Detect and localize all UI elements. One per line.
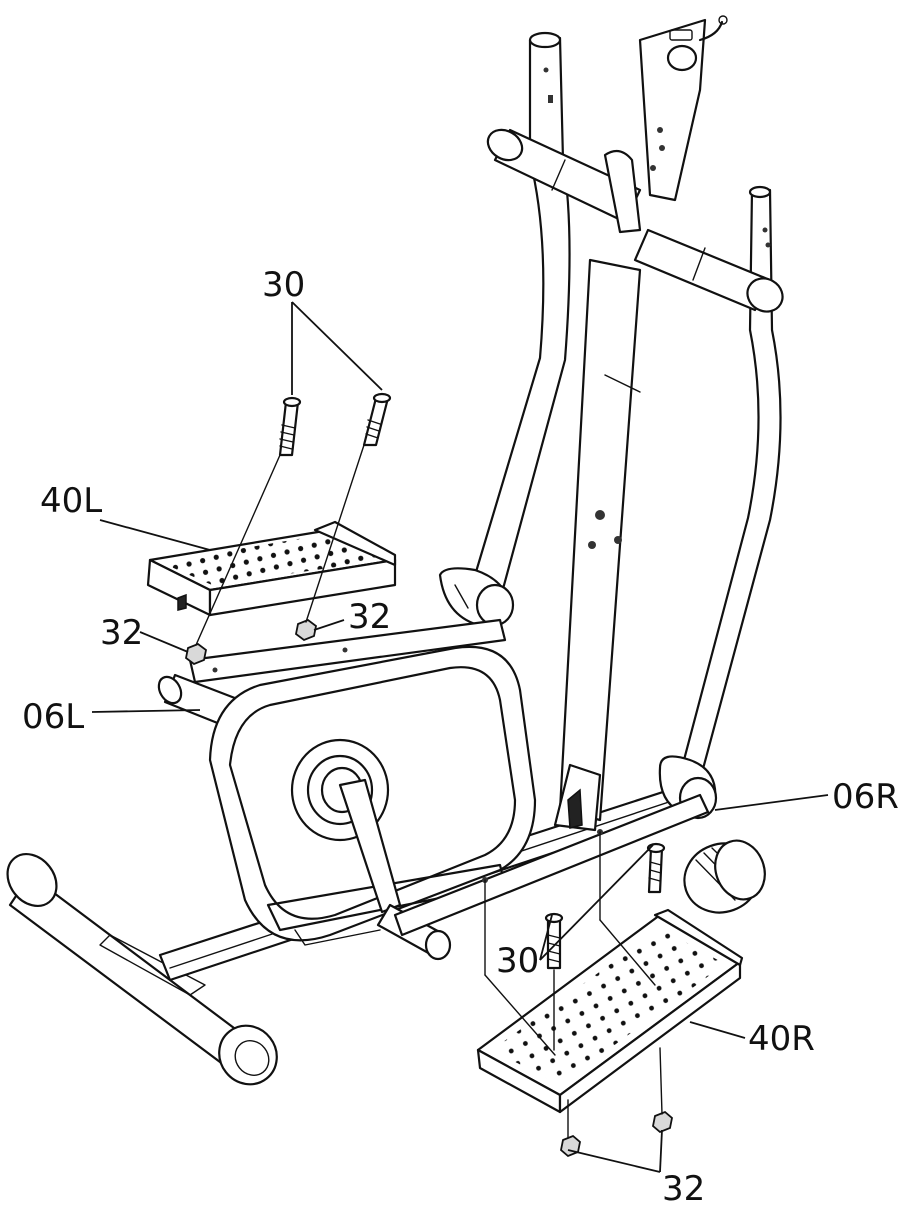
front-end-cap bbox=[683, 839, 766, 914]
rear-stabilizer-tube bbox=[6, 853, 278, 1086]
bolt-top-right bbox=[362, 392, 392, 447]
left-pedal bbox=[146, 520, 397, 617]
center-mast bbox=[553, 258, 642, 832]
stationary-handlebar bbox=[486, 128, 784, 313]
nut-left-a bbox=[185, 642, 207, 666]
bolt-bottom-right bbox=[646, 842, 666, 894]
leader-lines bbox=[91, 301, 829, 1173]
left-pivot-bracket bbox=[438, 567, 515, 627]
pedal-arm-left bbox=[188, 618, 507, 684]
label-pedal-left: 40L bbox=[40, 481, 102, 521]
label-crank-left: 06L bbox=[22, 697, 84, 737]
assembly-guide-lines bbox=[195, 444, 663, 1139]
console-post bbox=[638, 15, 728, 202]
nut-left-b bbox=[295, 618, 317, 642]
bolt-top-left bbox=[278, 396, 302, 457]
flywheel-housing bbox=[208, 645, 537, 946]
right-pedal bbox=[476, 908, 744, 1114]
label-bolt-top: 30 bbox=[262, 265, 305, 305]
left-upper-leg bbox=[468, 31, 571, 602]
label-nut-left-b: 32 bbox=[348, 597, 391, 637]
label-nut-left-a: 32 bbox=[100, 613, 143, 653]
label-nut-bottom: 32 bbox=[662, 1169, 705, 1209]
label-bolt-bottom: 30 bbox=[496, 941, 539, 981]
nut-bottom-right bbox=[652, 1110, 673, 1134]
label-crank-right: 06R bbox=[832, 777, 899, 817]
label-pedal-right: 40R bbox=[748, 1019, 815, 1059]
